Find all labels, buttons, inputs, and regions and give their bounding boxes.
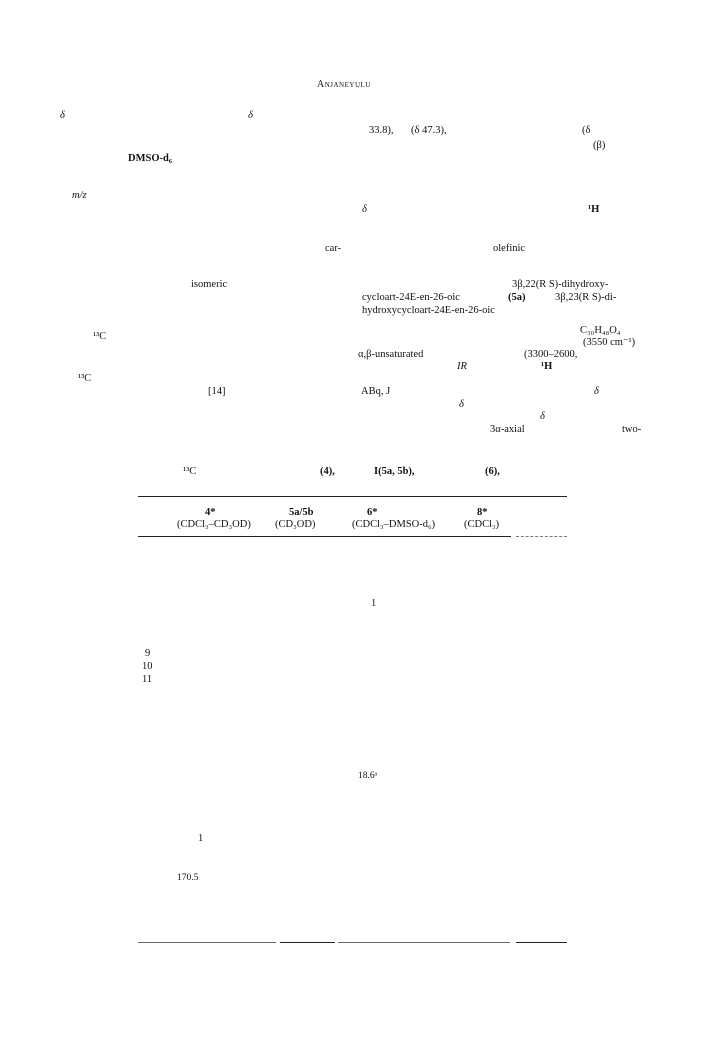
ir-band: (3550 cm⁻¹) xyxy=(583,337,636,348)
text-fragment: α,β-unsaturated xyxy=(358,349,424,360)
table-caption: ¹³C xyxy=(183,466,197,477)
table-bottom-rule xyxy=(138,942,276,943)
text-fragment: (3300–2600, xyxy=(524,349,578,360)
reference: [14] xyxy=(208,386,226,397)
row-label: 9 xyxy=(145,648,151,659)
row-label: 11 xyxy=(142,674,153,685)
column-header: 8* xyxy=(477,507,488,518)
text-fragment: 3α-axial xyxy=(490,424,525,435)
table-cell: 1 xyxy=(198,833,204,844)
table-header-rule xyxy=(138,536,511,537)
beta-label: (β) xyxy=(593,140,606,151)
delta-symbol: δ xyxy=(60,110,65,121)
compound-label: (5a) xyxy=(508,292,526,303)
column-solvent: (CDCl₃) xyxy=(464,519,500,530)
text-fragment: ABq, J xyxy=(361,386,391,397)
column-header: 4* xyxy=(205,507,216,518)
table-top-rule xyxy=(138,496,567,497)
text-fragment: olefinic xyxy=(493,243,526,254)
column-solvent: (CDCl₃–CD₃OD) xyxy=(177,519,251,530)
nmr-label: ¹H xyxy=(541,361,553,372)
nmr-label: ¹³C xyxy=(78,373,92,384)
compound-name: cycloart-24E-en-26-oic xyxy=(362,292,460,303)
delta-symbol: δ xyxy=(248,110,253,121)
compound-name: hydroxycycloart-24E-en-26-oic xyxy=(362,305,495,316)
table-bottom-rule xyxy=(280,942,335,943)
compound-name: 3β,22(R S)-dihydroxy- xyxy=(512,279,609,290)
column-solvent: (CDCl₃–DMSO-d₆) xyxy=(352,519,436,530)
delta-symbol: δ xyxy=(540,411,545,422)
delta-symbol: δ xyxy=(362,204,367,215)
table-caption: (4), xyxy=(320,466,335,477)
nmr-label: ¹³C xyxy=(93,331,107,342)
table-bottom-rule xyxy=(516,942,567,943)
mass-label: m/z xyxy=(72,190,87,201)
shift-value: (δ 47.3), xyxy=(411,125,447,136)
text-fragment: two- xyxy=(622,424,642,435)
ir-label: IR xyxy=(457,361,467,372)
running-header: Anjaneyulu xyxy=(317,79,371,90)
row-label: 10 xyxy=(142,661,153,672)
table-cell: 170.5 xyxy=(177,873,199,883)
delta-symbol: (δ xyxy=(582,125,591,136)
text-fragment: isomeric xyxy=(191,279,228,290)
table-header-rule-fragment xyxy=(516,536,567,537)
table-cell: 1 xyxy=(371,598,377,609)
delta-symbol: δ xyxy=(594,386,599,397)
formula: C₃₀H₄₈O₄ xyxy=(580,325,621,336)
table-cell: 18.6ᵃ xyxy=(358,771,378,781)
table-caption: I(5a, 5b), xyxy=(374,466,415,477)
column-solvent: (CD₃OD) xyxy=(275,519,316,530)
column-header: 5a/5b xyxy=(289,507,314,518)
solvent-label: DMSO-d₆ xyxy=(128,153,172,164)
table-caption: (6), xyxy=(485,466,500,477)
table-bottom-rule xyxy=(338,942,510,943)
delta-symbol: δ xyxy=(459,399,464,410)
shift-value: 33.8), xyxy=(369,125,394,136)
text-fragment: car- xyxy=(325,243,342,254)
compound-name: 3β,23(R S)-di- xyxy=(555,292,617,303)
column-header: 6* xyxy=(367,507,378,518)
nmr-label: ¹H xyxy=(588,204,600,215)
